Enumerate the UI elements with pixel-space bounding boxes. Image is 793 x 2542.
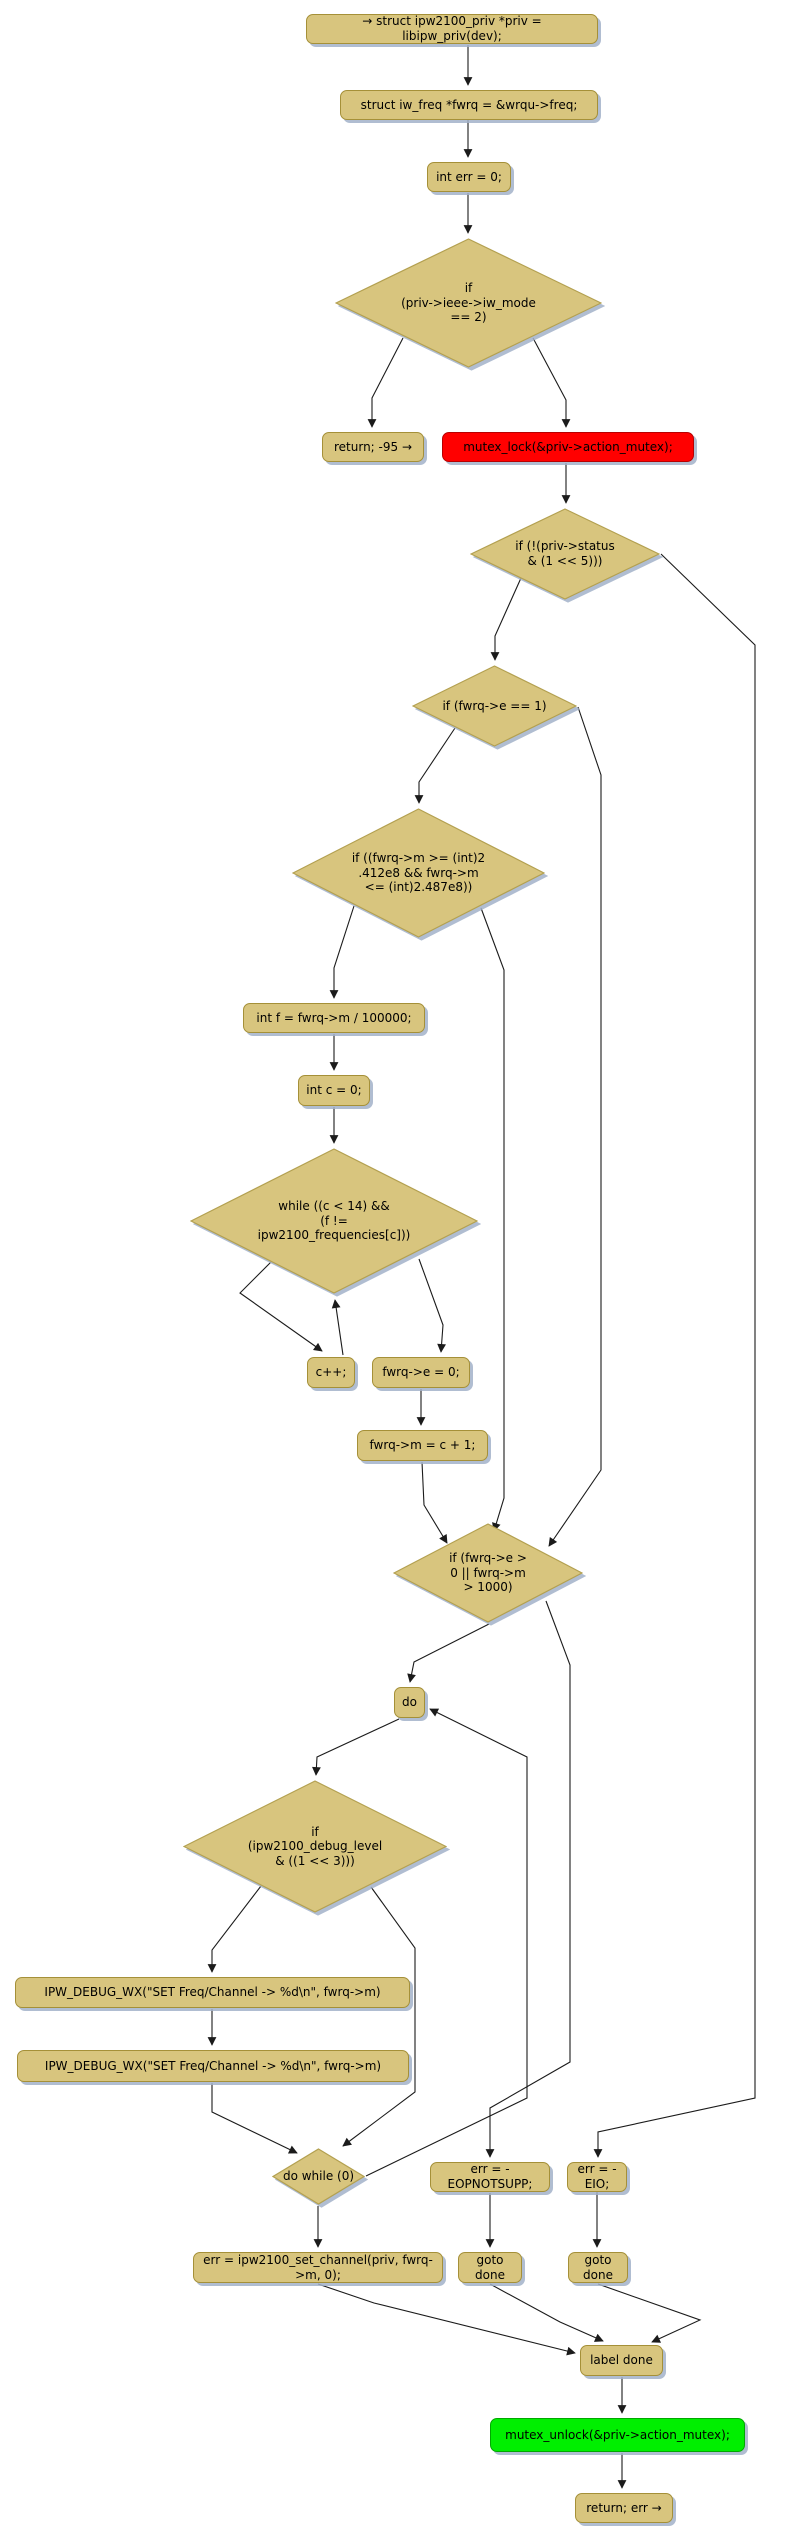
node-debug-wx-2-label: IPW_DEBUG_WX("SET Freq/Channel -> %d\n",… [44, 2058, 382, 2073]
edge-e-or-m-range-to-err-eopnotsupp [485, 1600, 571, 2158]
node-return-err-label: return; err → [586, 2500, 662, 2515]
decision-freq-range: if ((fwrq->m >= (int)2 .412e8 && fwrq->m… [292, 808, 545, 938]
node-return-minus-95-label: return; -95 → [333, 439, 413, 454]
decision-fwrq-e-equals-1: if (fwrq->e == 1) [412, 665, 577, 747]
node-err-eio: err = -EIO; [567, 2162, 627, 2192]
node-fwrq-decl: struct iw_freq *fwrq = &wrqu->freq; [340, 90, 598, 120]
edge-iw-mode-to-mutex-lock [532, 337, 571, 428]
node-goto-done-2: goto done [568, 2252, 628, 2283]
node-c-increment: c++; [307, 1357, 355, 1388]
edge-fwrq-e-equals-1-to-freq-range [414, 727, 456, 804]
node-debug-wx-1-label: IPW_DEBUG_WX("SET Freq/Channel -> %d\n",… [44, 1985, 381, 2000]
edge-while-frequencies-to-c-increment [239, 1261, 323, 1352]
edge-e-or-m-range-to-do [407, 1623, 490, 1683]
decision-iw-mode: if (priv->ieee->iw_mode == 2) [335, 238, 602, 368]
node-fwrq-e-assign-label: fwrq->e = 0; [382, 1365, 460, 1380]
decision-status-initialized: if (!(priv->status & (1 << 5))) [470, 508, 660, 600]
edge-set-channel-to-label-done [317, 2283, 576, 2356]
node-fwrq-e-assign: fwrq->e = 0; [372, 1357, 470, 1388]
node-goto-done-1: goto done [458, 2252, 522, 2283]
decision-freq-range-label: if ((fwrq->m >= (int)2 .412e8 && fwrq->m… [351, 851, 486, 895]
node-label-done-label: label done [590, 2353, 653, 2368]
decision-while-frequencies-label: while ((c < 14) && (f != ipw2100_frequen… [257, 1199, 411, 1243]
node-goto-done-1-label: goto done [475, 2252, 505, 2282]
node-fwrq-m-assign: fwrq->m = c + 1; [357, 1430, 488, 1461]
edge-status-initialized-to-fwrq-e-equals-1 [490, 577, 522, 661]
edge-freq-range-to-int-f [329, 905, 355, 999]
node-set-channel-label: err = ipw2100_set_channel(priv, fwrq->m,… [203, 2252, 433, 2282]
node-debug-wx-2: IPW_DEBUG_WX("SET Freq/Channel -> %d\n",… [17, 2050, 409, 2082]
node-entry-priv-decl-label: → struct ipw2100_priv *priv = libipw_pri… [362, 14, 542, 43]
edge-debug-level-to-do-while-0 [342, 1886, 416, 2147]
decision-iw-mode-label: if (priv->ieee->iw_mode == 2) [401, 281, 536, 325]
node-return-minus-95: return; -95 → [322, 432, 424, 462]
decision-fwrq-e-equals-1-label: if (fwrq->e == 1) [442, 698, 547, 713]
node-int-f-label: int f = fwrq->m / 100000; [256, 1010, 412, 1025]
node-err-eopnotsupp-label: err = -EOPNOTSUPP; [447, 2162, 533, 2191]
decision-do-while-0-label: do while (0) [282, 2169, 355, 2184]
edge-fwrq-m-assign-to-e-or-m-range [421, 1461, 448, 1544]
node-mutex-unlock: mutex_unlock(&priv->action_mutex); [490, 2418, 745, 2452]
node-set-channel: err = ipw2100_set_channel(priv, fwrq->m,… [193, 2252, 443, 2283]
decision-while-frequencies: while ((c < 14) && (f != ipw2100_frequen… [190, 1148, 478, 1294]
node-int-c-label: int c = 0; [306, 1083, 362, 1098]
node-fwrq-decl-label: struct iw_freq *fwrq = &wrqu->freq; [360, 97, 578, 112]
node-return-err: return; err → [575, 2493, 673, 2523]
node-c-increment-label: c++; [315, 1365, 347, 1380]
edge-iw-mode-to-return-minus-95 [367, 337, 404, 428]
edge-freq-range-to-e-or-m-range [480, 907, 505, 1532]
decision-e-or-m-range-label: if (fwrq->e > 0 || fwrq->m > 1000) [449, 1551, 527, 1595]
edge-while-frequencies-to-fwrq-e-assign [418, 1258, 446, 1353]
decision-debug-level: if (ipw2100_debug_level & ((1 << 3))) [183, 1780, 447, 1913]
edge-goto-done-1-to-label-done [489, 2283, 604, 2342]
decision-do-while-0: do while (0) [272, 2148, 365, 2205]
node-mutex-lock: mutex_lock(&priv->action_mutex); [442, 432, 694, 462]
edge-c-increment-to-while-frequencies [331, 1299, 344, 1356]
node-goto-done-2-label: goto done [583, 2252, 613, 2282]
node-int-c: int c = 0; [298, 1075, 370, 1106]
edge-goto-done-2-to-label-done [597, 2283, 702, 2343]
edge-debug-wx-2-to-do-while-0 [211, 2083, 298, 2154]
edge-debug-level-to-debug-wx-1 [207, 1885, 262, 1973]
edge-fwrq-e-equals-1-to-e-or-m-range [548, 706, 602, 1547]
node-debug-wx-1: IPW_DEBUG_WX("SET Freq/Channel -> %d\n",… [15, 1977, 410, 2008]
node-mutex-lock-label: mutex_lock(&priv->action_mutex); [463, 439, 673, 454]
node-fwrq-m-assign-label: fwrq->m = c + 1; [369, 1438, 476, 1453]
node-err-eopnotsupp: err = -EOPNOTSUPP; [430, 2162, 550, 2192]
decision-status-initialized-label: if (!(priv->status & (1 << 5))) [515, 539, 615, 568]
node-do-label: do [402, 1695, 417, 1710]
decision-e-or-m-range: if (fwrq->e > 0 || fwrq->m > 1000) [393, 1523, 583, 1623]
decision-debug-level-label: if (ipw2100_debug_level & ((1 << 3))) [247, 1824, 383, 1868]
node-entry-priv-decl: → struct ipw2100_priv *priv = libipw_pri… [306, 14, 598, 44]
node-err-eio-label: err = -EIO; [577, 2162, 617, 2191]
edge-status-initialized-to-err-eio [593, 553, 756, 2158]
node-mutex-unlock-label: mutex_unlock(&priv->action_mutex); [505, 2427, 730, 2442]
edge-do-to-debug-level [312, 1718, 400, 1776]
node-int-f: int f = fwrq->m / 100000; [243, 1003, 425, 1033]
node-label-done: label done [580, 2345, 663, 2376]
node-do: do [394, 1687, 425, 1718]
node-int-err-label: int err = 0; [436, 169, 502, 184]
node-int-err: int err = 0; [427, 162, 511, 192]
edge-do-while-0-to-do [365, 1708, 528, 2177]
